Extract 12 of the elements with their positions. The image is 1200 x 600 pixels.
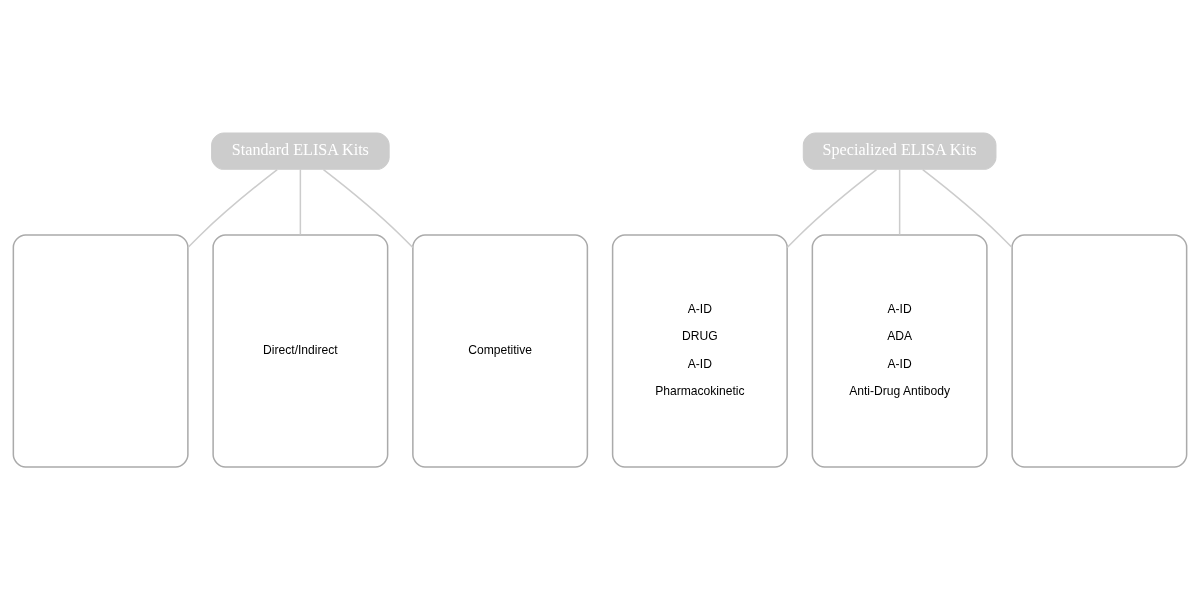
connector xyxy=(786,168,878,249)
connector xyxy=(898,168,901,236)
node-box: Direct/Indirect xyxy=(212,234,389,468)
connector xyxy=(187,168,278,249)
node-box: Competitive xyxy=(412,234,589,468)
connector xyxy=(299,168,302,236)
node-box xyxy=(1011,234,1188,468)
connector xyxy=(322,168,414,249)
node-box xyxy=(12,234,189,468)
node-box: A-ID ADA A-ID Anti-Drug Antibody xyxy=(811,234,988,468)
connector xyxy=(922,168,1013,249)
node-box: A-ID DRUG A-ID Pharmacokinetic xyxy=(611,234,788,468)
